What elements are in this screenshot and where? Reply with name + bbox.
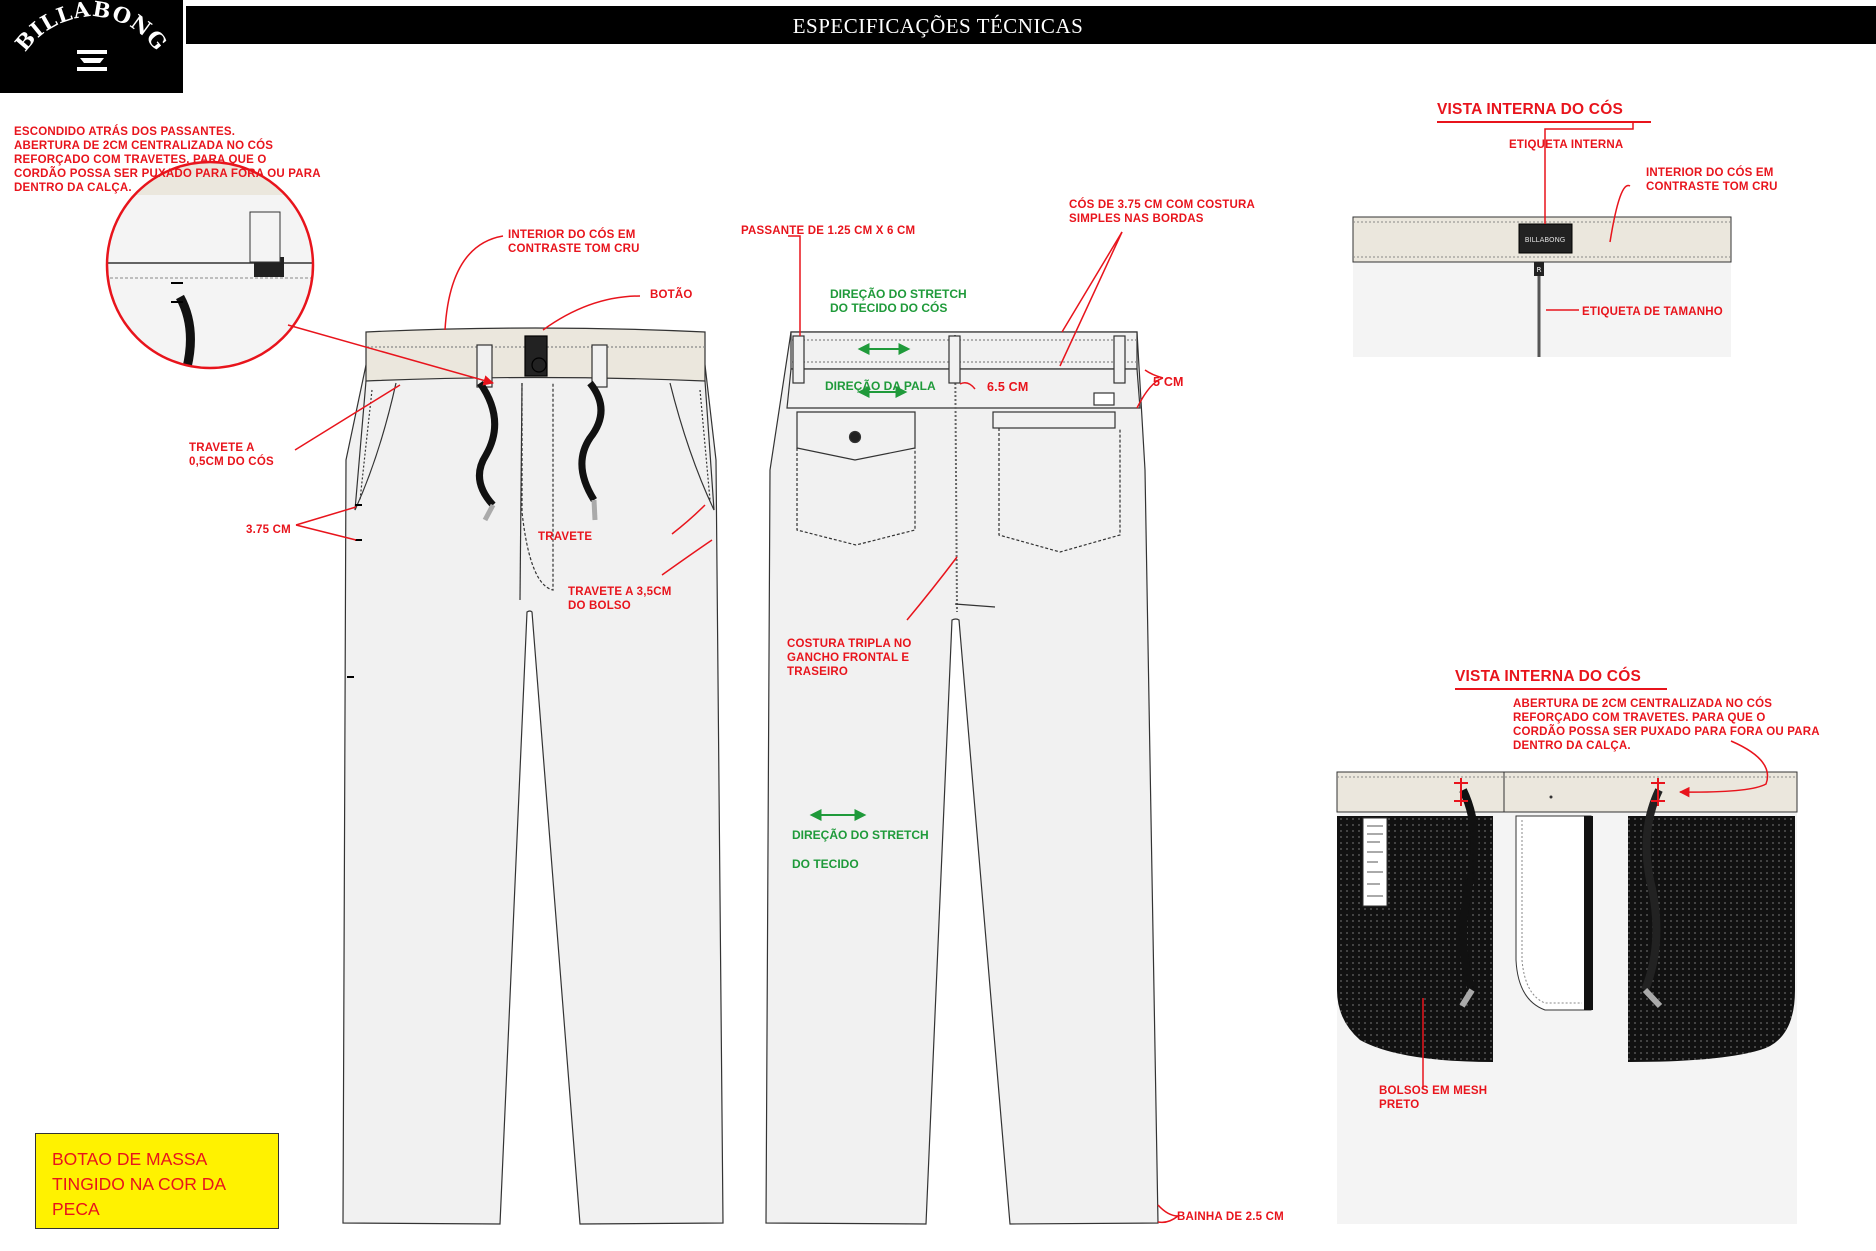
- note-stretch-fabric-2: DO TECIDO: [792, 857, 859, 871]
- note-stretch-fabric-1: DIREÇÃO DO STRETCH: [792, 828, 929, 842]
- front-fly: [521, 383, 554, 591]
- note-stretch-waistband: DIREÇÃO DO STRETCH DO TECIDO DO CÓS: [830, 287, 967, 315]
- note-interior-contrast: INTERIOR DO CÓS EM CONTRASTE TOM CRU: [1646, 167, 1778, 193]
- back-belt-loop-left: [792, 335, 805, 384]
- header-bar: ESPECIFICAÇÕES TÉCNICAS: [186, 6, 1876, 44]
- heading-inner-view-top: VISTA INTERNA DO CÓS: [1437, 101, 1623, 118]
- note-hidden-opening: ESCONDIDO ATRÁS DOS PASSANTES. ABERTURA …: [14, 126, 321, 194]
- note-belt-loop: PASSANTE DE 1.25 CM X 6 CM: [741, 225, 916, 237]
- front-belt-loop-right: [591, 344, 608, 388]
- inner-drawcord-left: [1458, 788, 1479, 992]
- front-drawcord-right: [578, 380, 605, 502]
- note-button: BOTÃO: [650, 289, 693, 301]
- yellow-note-box: BOTAO DE MASSA TINGIDO NA COR DA PECA: [35, 1133, 279, 1229]
- inner-view-top: BILLABONG R: [1352, 216, 1732, 357]
- front-pants-body: [342, 364, 724, 1225]
- heading-inner-view-bottom: VISTA INTERNA DO CÓS: [1455, 668, 1641, 685]
- back-pants: [765, 331, 1159, 1225]
- note-side-height: 5 CM: [1153, 375, 1184, 389]
- note-triple-seam: COSTURA TRIPLA NO GANCHO FRONTAL E TRASE…: [787, 638, 912, 678]
- back-belt-loop-right: [1113, 335, 1126, 384]
- note-opening: ABERTURA DE 2CM CENTRALIZADA NO CÓS REFO…: [1513, 698, 1820, 752]
- leader-lines: [287, 123, 1769, 1224]
- svg-text:BILLABONG: BILLABONG: [1525, 236, 1565, 244]
- note-yoke-height: 6.5 CM: [987, 380, 1029, 394]
- brand-logo: BILLABONG: [0, 0, 183, 93]
- back-pocket-button-icon: [848, 430, 862, 444]
- note-inner-label: ETIQUETA INTERNA: [1509, 139, 1624, 151]
- back-pocket-right: [998, 428, 1121, 553]
- note-mesh-pockets: BOLSOS EM MESH PRETO: [1379, 1085, 1488, 1111]
- inner-drawcord-right: [1641, 788, 1663, 992]
- stretch-arrows: [809, 343, 911, 821]
- note-pocket-width: 3.75 CM: [246, 524, 291, 536]
- heading-rule-bottom: [1455, 688, 1667, 690]
- note-size-label: ETIQUETA DE TAMANHO: [1582, 306, 1723, 318]
- back-waistband: [790, 331, 1138, 370]
- back-pants-body: [765, 331, 1159, 1225]
- note-yoke-direction: DIREÇÃO DA PALA: [825, 379, 936, 393]
- billabong-logo-icon: BILLABONG: [10, 0, 172, 71]
- note-hem: BAINHA DE 2.5 CM: [1177, 1211, 1284, 1223]
- page-title: ESPECIFICAÇÕES TÉCNICAS: [792, 14, 1084, 38]
- svg-text:R: R: [1537, 266, 1542, 274]
- note-waistband-interior: INTERIOR DO CÓS EM CONTRASTE TOM CRU: [508, 229, 640, 255]
- heading-rule-top: [1437, 121, 1651, 123]
- front-pants: [342, 327, 724, 1225]
- note-waistband: CÓS DE 3.75 CM COM COSTURA SIMPLES NAS B…: [1069, 199, 1256, 225]
- back-brand-tab: [1093, 392, 1115, 406]
- yellow-note-text: BOTAO DE MASSA TINGIDO NA COR DA PECA: [52, 1149, 227, 1219]
- back-belt-loop-center: [948, 335, 961, 384]
- logo-mark: [77, 50, 107, 71]
- center-fly-facing: [1515, 815, 1592, 1011]
- front-drawcord-left: [475, 380, 499, 508]
- note-bartack-waist: TRAVETE A 0,5CM DO CÓS: [189, 442, 274, 468]
- note-bartack: TRAVETE: [538, 531, 593, 543]
- mesh-pocket-left: [1337, 816, 1493, 1062]
- front-button-icon: [531, 357, 547, 373]
- back-yoke: [786, 368, 1141, 409]
- size-tag: [1534, 262, 1544, 276]
- inner-view-bottom: [1336, 771, 1798, 1224]
- note-bartack-pocket: TRAVETE A 3,5CM DO BOLSO: [568, 586, 672, 612]
- mesh-pocket-right: [1628, 816, 1795, 1062]
